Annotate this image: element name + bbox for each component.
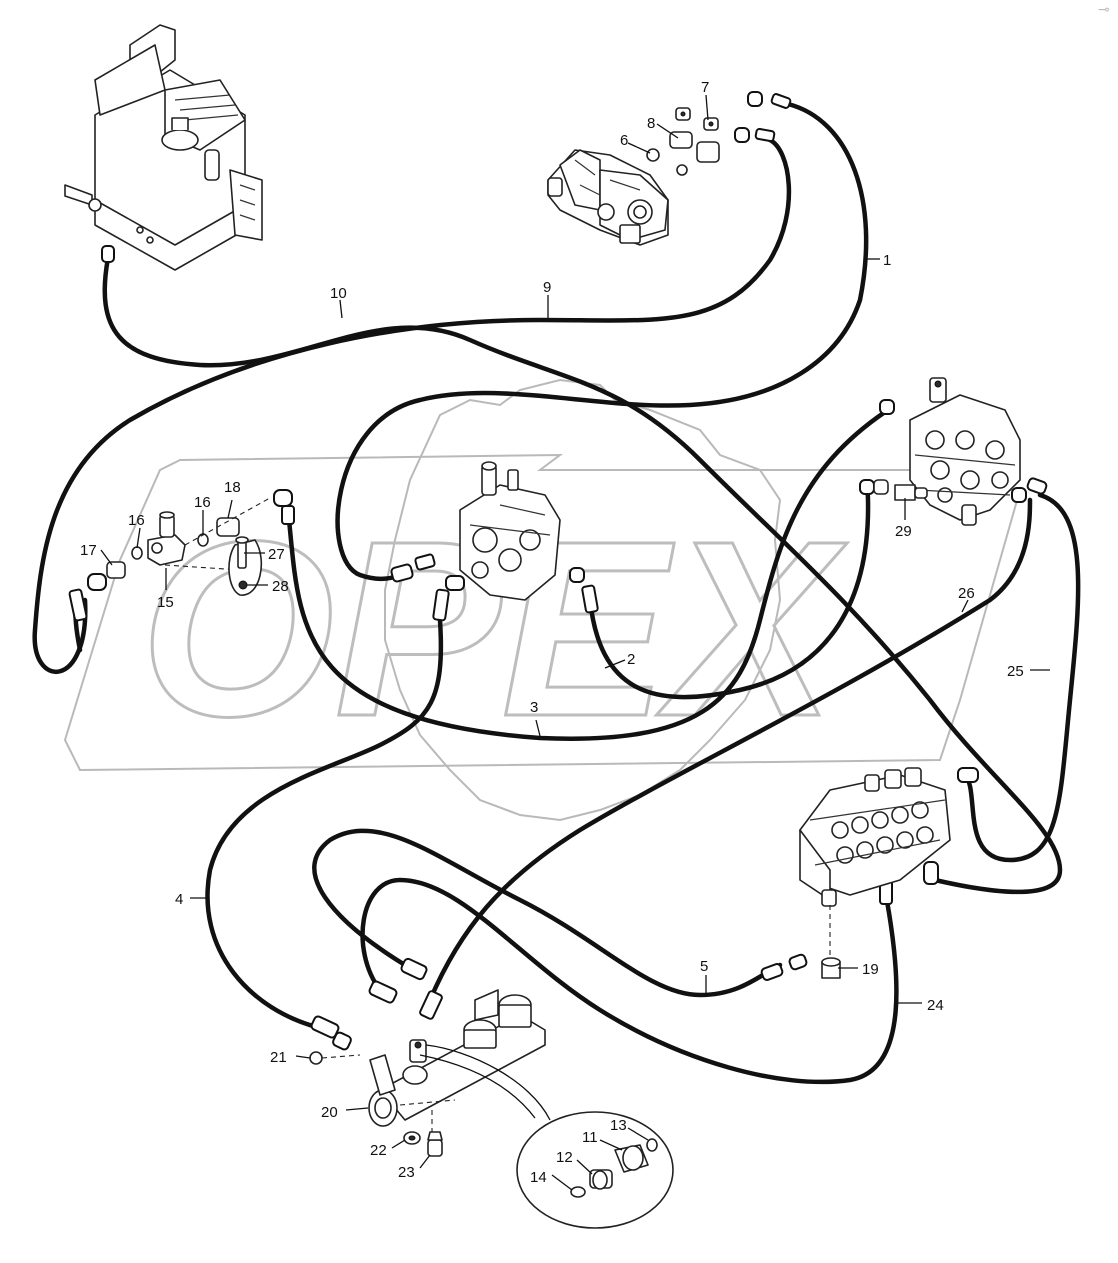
callout-1: 1 xyxy=(883,252,891,269)
corner-mark: ⊸ xyxy=(1098,2,1110,18)
callout-6: 6 xyxy=(620,132,628,149)
callout-29: 29 xyxy=(895,523,912,540)
callout-24: 24 xyxy=(927,997,944,1014)
callout-23: 23 xyxy=(398,1164,415,1181)
callout-4: 4 xyxy=(175,891,183,908)
hoses xyxy=(32,101,1081,1085)
callout-18: 18 xyxy=(224,479,241,496)
callout-8: 8 xyxy=(647,115,655,132)
callout-17: 17 xyxy=(80,542,97,559)
hose-1 xyxy=(335,101,869,582)
callout-5: 5 xyxy=(700,958,708,975)
hose-26 xyxy=(427,497,1033,1003)
callout-26: 26 xyxy=(958,585,975,602)
hose-5 xyxy=(312,828,783,998)
callout-2: 2 xyxy=(627,651,635,668)
detail-circle xyxy=(419,1044,674,1229)
elbow-fitting-29 xyxy=(873,479,928,501)
watermark: OPEX xyxy=(63,378,1022,822)
pump-fittings xyxy=(646,107,720,176)
callout-19: 19 xyxy=(862,961,879,978)
lower-right-valve-bank xyxy=(799,767,951,907)
hose-24 xyxy=(360,877,899,1085)
hose-3 xyxy=(285,409,888,741)
tee-fitting-assembly xyxy=(106,497,271,596)
callout-16-left: 16 xyxy=(128,512,145,529)
hose-fittings xyxy=(68,91,1048,1051)
hose-25 xyxy=(962,492,1081,863)
callout-13: 13 xyxy=(610,1117,627,1134)
leader-lines xyxy=(100,94,1050,1191)
callout-20: 20 xyxy=(321,1104,338,1121)
upper-right-valve-block xyxy=(909,377,1021,526)
callout-10: 10 xyxy=(330,285,347,302)
callout-27: 27 xyxy=(268,546,285,563)
reservoir-tank xyxy=(64,24,263,271)
callout-15: 15 xyxy=(157,594,174,611)
callout-labels: 1 2 3 4 5 6 7 8 9 10 11 12 13 14 15 16 1… xyxy=(80,79,1024,1186)
callout-25: 25 xyxy=(1007,663,1024,680)
hose-2 xyxy=(587,483,871,700)
callout-12: 12 xyxy=(556,1149,573,1166)
hose-4 xyxy=(205,617,444,1031)
hydraulic-pump xyxy=(547,149,669,246)
callout-3: 3 xyxy=(530,699,538,716)
callout-28: 28 xyxy=(272,578,289,595)
center-control-valve xyxy=(459,461,561,601)
bolt-and-washer xyxy=(403,1131,443,1157)
callout-7: 7 xyxy=(701,79,709,96)
callout-11: 11 xyxy=(582,1129,598,1146)
hose-9 xyxy=(32,137,792,674)
callout-22: 22 xyxy=(370,1142,387,1159)
fitting-19 xyxy=(821,905,841,979)
hose-10 xyxy=(102,255,1063,895)
callout-21: 21 xyxy=(270,1049,287,1066)
callout-9: 9 xyxy=(543,279,551,296)
callout-14: 14 xyxy=(530,1169,547,1186)
callout-16-right: 16 xyxy=(194,494,211,511)
